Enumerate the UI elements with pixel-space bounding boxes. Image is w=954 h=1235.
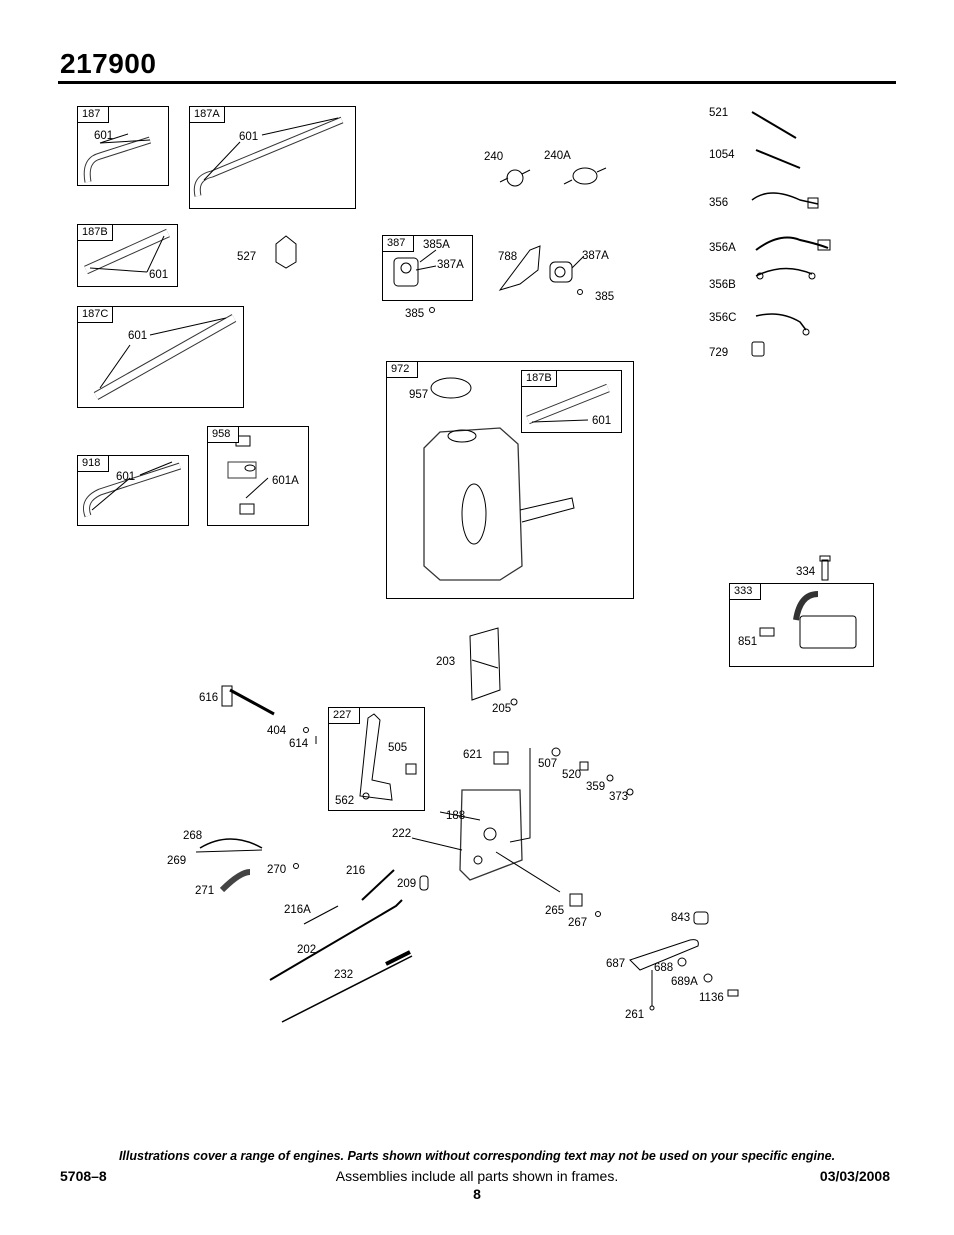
- part-callout: 188: [446, 810, 466, 822]
- part-callout: 271: [195, 885, 215, 897]
- frame-label: 387: [383, 236, 414, 252]
- frame-187A: 187A: [189, 106, 356, 209]
- doc-number: 5708–8: [60, 1168, 107, 1184]
- part-callout: 601: [116, 471, 136, 483]
- frame-label: 918: [78, 456, 109, 472]
- page-title: 217900: [60, 48, 157, 79]
- part-callout: 521: [709, 107, 729, 119]
- frame-333: 333: [729, 583, 874, 667]
- part-callout: 203: [436, 656, 456, 668]
- part-callout: 334: [796, 566, 816, 578]
- part-callout: 232: [334, 969, 354, 981]
- frame-187C: 187C: [77, 306, 244, 408]
- part-callout: 404: [267, 725, 287, 737]
- frame-label: 333: [730, 584, 761, 600]
- part-callout: 270: [267, 864, 287, 876]
- part-callout: 222: [392, 828, 412, 840]
- part-callout: 268: [183, 830, 203, 842]
- part-callout: 216A: [284, 904, 311, 916]
- frame-187: 187: [77, 106, 169, 186]
- part-callout: 385: [405, 308, 425, 320]
- page-number: 8: [473, 1186, 481, 1202]
- part-callout: 359: [586, 781, 606, 793]
- part-callout: 688: [654, 962, 674, 974]
- part-callout: 601: [149, 269, 169, 281]
- part-callout: 957: [409, 389, 429, 401]
- part-callout: 621: [463, 749, 483, 761]
- part-callout: 240: [484, 151, 504, 163]
- frame-958: 958: [207, 426, 309, 526]
- frame-label: 187A: [190, 107, 225, 123]
- part-callout: 614: [289, 738, 309, 750]
- frame-227: 227: [328, 707, 425, 811]
- part-callout: 788: [498, 251, 518, 263]
- part-callout: 843: [671, 912, 691, 924]
- part-callout: 269: [167, 855, 187, 867]
- part-callout: 385A: [423, 239, 450, 251]
- doc-date: 03/03/2008: [819, 1168, 890, 1184]
- part-callout: 267: [568, 917, 588, 929]
- part-callout: 689A: [671, 976, 698, 988]
- part-callout: 261: [625, 1009, 645, 1021]
- assemblies-note: Assemblies include all parts shown in fr…: [335, 1168, 619, 1184]
- part-callout: 356B: [709, 279, 736, 291]
- frame-label: 972: [387, 362, 418, 378]
- header-rule: [58, 81, 896, 84]
- footer-disclaimer: Illustrations cover a range of engines. …: [118, 1149, 836, 1163]
- part-callout: 240A: [544, 150, 571, 162]
- frame-387: 387: [382, 235, 473, 301]
- part-callout: 265: [545, 905, 565, 917]
- frame-label: 187B: [78, 225, 113, 241]
- part-callout: 385: [595, 291, 615, 303]
- part-callout: 562: [335, 795, 355, 807]
- part-callout: 687: [606, 958, 626, 970]
- part-callout: 851: [738, 636, 758, 648]
- part-callout: 356: [709, 197, 729, 209]
- frame-972-187B: 187B: [521, 370, 622, 433]
- part-callout: 601: [128, 330, 148, 342]
- part-callout: 505: [388, 742, 408, 754]
- frame-label: 187: [78, 107, 109, 123]
- part-callout: 1136: [699, 992, 724, 1004]
- frame-972: 972: [386, 361, 634, 599]
- part-callout: 601: [239, 131, 259, 143]
- part-callout: 729: [709, 347, 729, 359]
- part-callout: 205: [492, 703, 512, 715]
- part-callout: 601A: [272, 475, 299, 487]
- part-callout: 507: [538, 758, 558, 770]
- part-callout: 616: [199, 692, 219, 704]
- part-callout: 202: [297, 944, 317, 956]
- part-callout: 601: [94, 130, 114, 142]
- part-callout: 601: [592, 415, 612, 427]
- frame-label: 227: [329, 708, 360, 724]
- part-callout: 216: [346, 865, 366, 877]
- part-callout: 1054: [709, 149, 735, 161]
- part-callout: 527: [237, 251, 257, 263]
- part-callout: 387A: [437, 259, 464, 271]
- part-callout: 373: [609, 791, 629, 803]
- part-callout: 356C: [709, 312, 737, 324]
- part-callout: 387A: [582, 250, 609, 262]
- frame-label: 187B: [522, 371, 557, 387]
- frame-918: 918: [77, 455, 189, 526]
- frame-label: 187C: [78, 307, 114, 323]
- frame-187B: 187B: [77, 224, 178, 287]
- part-callout: 356A: [709, 242, 736, 254]
- part-callout: 209: [397, 878, 417, 890]
- part-callout: 520: [562, 769, 582, 781]
- frame-label: 958: [208, 427, 239, 443]
